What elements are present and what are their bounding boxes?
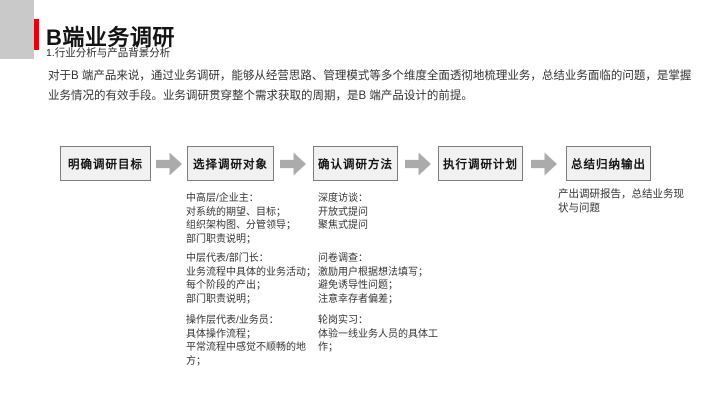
- group-line: 对系统的期望、目标；: [186, 206, 286, 218]
- method-group-survey: 问卷调查： 激励用户根据想法填写； 避免诱导性问题； 注意幸存者偏差；: [318, 252, 440, 306]
- group-line: 部门职责说明；: [186, 233, 256, 245]
- method-group-rotation: 轮岗实习： 体验一线业务人员的具体工作；: [318, 314, 440, 355]
- group-line: 激励用户根据想法填写；: [318, 266, 428, 278]
- output-note: 产出调研报告，总结业务现状与问题: [558, 188, 684, 214]
- flow-arrow-icon: [280, 152, 306, 176]
- flow-step-define-goal: 明确调研目标: [60, 146, 151, 181]
- page-title: B端业务调研: [46, 25, 175, 50]
- group-title: 中层代表/部门长：: [186, 253, 269, 264]
- group-title: 深度访谈：: [318, 193, 368, 204]
- target-group-operators: 操作层代表/业务员： 具体操作流程； 平常流程中感觉不顺畅的地方；: [186, 314, 322, 368]
- group-title: 轮岗实习：: [318, 315, 368, 326]
- group-line: 业务流程中具体的业务活动；: [186, 266, 316, 278]
- group-title: 操作层代表/业务员：: [186, 315, 279, 326]
- page-subtitle: 1.行业分析与产品背景分析: [46, 47, 171, 59]
- group-line: 聚焦式提问: [318, 220, 368, 231]
- group-line: 平常流程中感觉不顺畅的地方；: [186, 342, 306, 367]
- target-group-executives: 中高层/企业主： 对系统的期望、目标； 组织架构图、分管领导； 部门职责说明；: [186, 192, 322, 246]
- target-group-middle-managers: 中层代表/部门长： 业务流程中具体的业务活动； 每个阶段的产出； 部门职责说明；: [186, 252, 322, 306]
- intro-paragraph: 对于B 端产品来说，通过业务调研，能够从经营思路、管理模式等多个维度全面透彻地梳…: [48, 70, 692, 102]
- group-line: 体验一线业务人员的具体工作；: [318, 328, 438, 354]
- group-line: 每个阶段的产出；: [186, 280, 266, 291]
- group-title: 问卷调查：: [318, 253, 368, 264]
- flow-step-summarize-output: 总结归纳输出: [566, 146, 651, 181]
- flow-arrow-icon: [156, 152, 182, 176]
- group-line: 组织架构图、分管领导；: [186, 220, 296, 231]
- group-line: 注意幸存者偏差；: [318, 293, 398, 305]
- group-line: 具体操作流程；: [186, 328, 256, 340]
- method-group-interview: 深度访谈： 开放式提问 聚焦式提问: [318, 192, 440, 233]
- flow-step-execute-plan: 执行调研计划: [438, 146, 523, 181]
- group-line: 部门职责说明；: [186, 293, 256, 305]
- group-line: 避免诱导性问题；: [318, 280, 398, 291]
- group-line: 开放式提问: [318, 206, 368, 218]
- flow-arrow-icon: [531, 152, 557, 176]
- flow-step-confirm-methods: 确认调研方法: [313, 146, 398, 181]
- title-accent-bar: [34, 19, 39, 50]
- corner-gray-patch: [0, 0, 34, 59]
- flow-arrow-icon: [405, 152, 431, 176]
- group-title: 中高层/企业主：: [186, 193, 259, 204]
- flow-step-select-targets: 选择调研对象: [187, 146, 274, 181]
